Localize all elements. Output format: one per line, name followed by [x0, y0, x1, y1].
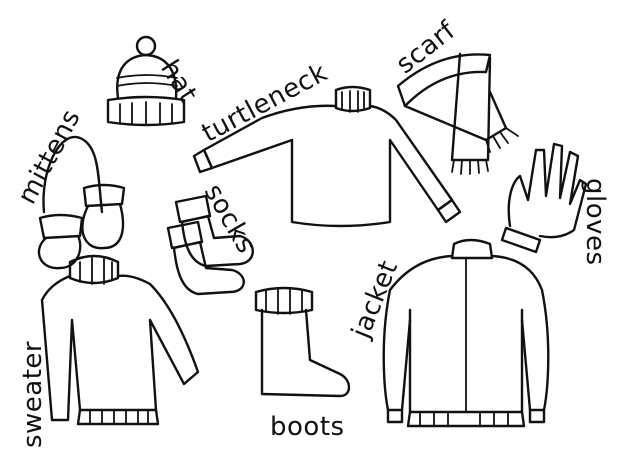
scarf-drawing	[396, 52, 519, 175]
socks-drawing	[166, 194, 254, 296]
sweater-drawing	[40, 254, 200, 426]
turtleneck-drawing	[192, 85, 462, 228]
gloves-label: gloves	[580, 178, 610, 266]
gloves-drawing	[500, 142, 588, 254]
hat-drawing	[106, 35, 186, 127]
sweater-label: sweater	[18, 340, 48, 448]
jacket-drawing	[382, 238, 550, 428]
boots-label: boots	[270, 412, 345, 442]
mittens-drawing	[37, 135, 126, 270]
boots-drawing	[254, 286, 351, 398]
